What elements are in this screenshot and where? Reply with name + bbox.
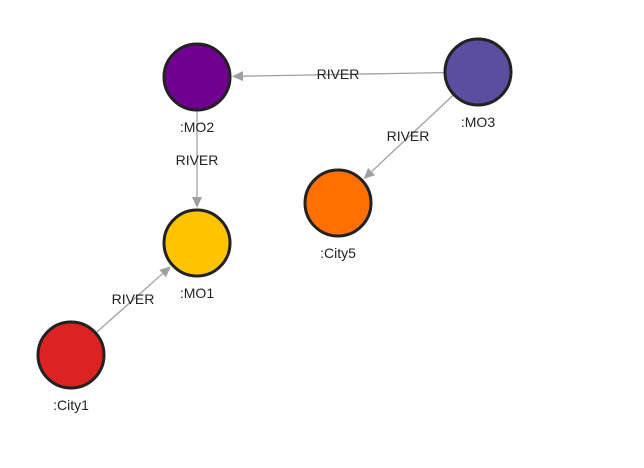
node-label: :MO2 <box>180 119 214 135</box>
node-circle[interactable] <box>162 42 232 112</box>
node-mo1[interactable]: :MO1 <box>162 208 232 301</box>
edge-city1-mo1[interactable]: RIVER <box>95 266 171 333</box>
node-circle[interactable] <box>162 208 232 278</box>
edge-line[interactable] <box>242 71 445 77</box>
node-circle[interactable] <box>443 37 513 107</box>
arrowhead-icon <box>231 71 244 82</box>
arrowhead-icon <box>363 167 376 180</box>
edges-layer: RIVER RIVER RIVER RIVER <box>95 66 454 333</box>
edge-mo3-mo2[interactable]: RIVER <box>231 66 445 82</box>
node-mo2[interactable]: :MO2 <box>162 42 232 135</box>
node-circle[interactable] <box>303 168 373 238</box>
node-circle[interactable] <box>36 320 106 390</box>
arrowhead-icon <box>159 266 171 278</box>
edge-label: RIVER <box>112 291 155 307</box>
node-city5[interactable]: :City5 <box>303 168 373 261</box>
edge-label: RIVER <box>176 152 219 168</box>
node-label: :City1 <box>53 397 89 413</box>
edge-line[interactable] <box>95 273 164 333</box>
edge-mo3-city5[interactable]: RIVER <box>363 94 454 180</box>
arrowhead-icon <box>192 197 202 208</box>
edge-label: RIVER <box>387 128 430 144</box>
node-label: :MO3 <box>461 114 495 130</box>
nodes-layer: :MO2 :MO3 :MO1 :City5 :City1 <box>36 37 513 413</box>
node-mo3[interactable]: :MO3 <box>443 37 513 130</box>
node-city1[interactable]: :City1 <box>36 320 106 413</box>
edge-line[interactable] <box>371 94 454 173</box>
node-label: :City5 <box>320 245 356 261</box>
node-label: :MO1 <box>180 285 214 301</box>
edge-mo2-mo1[interactable]: RIVER <box>176 111 219 208</box>
edge-label: RIVER <box>317 66 360 82</box>
